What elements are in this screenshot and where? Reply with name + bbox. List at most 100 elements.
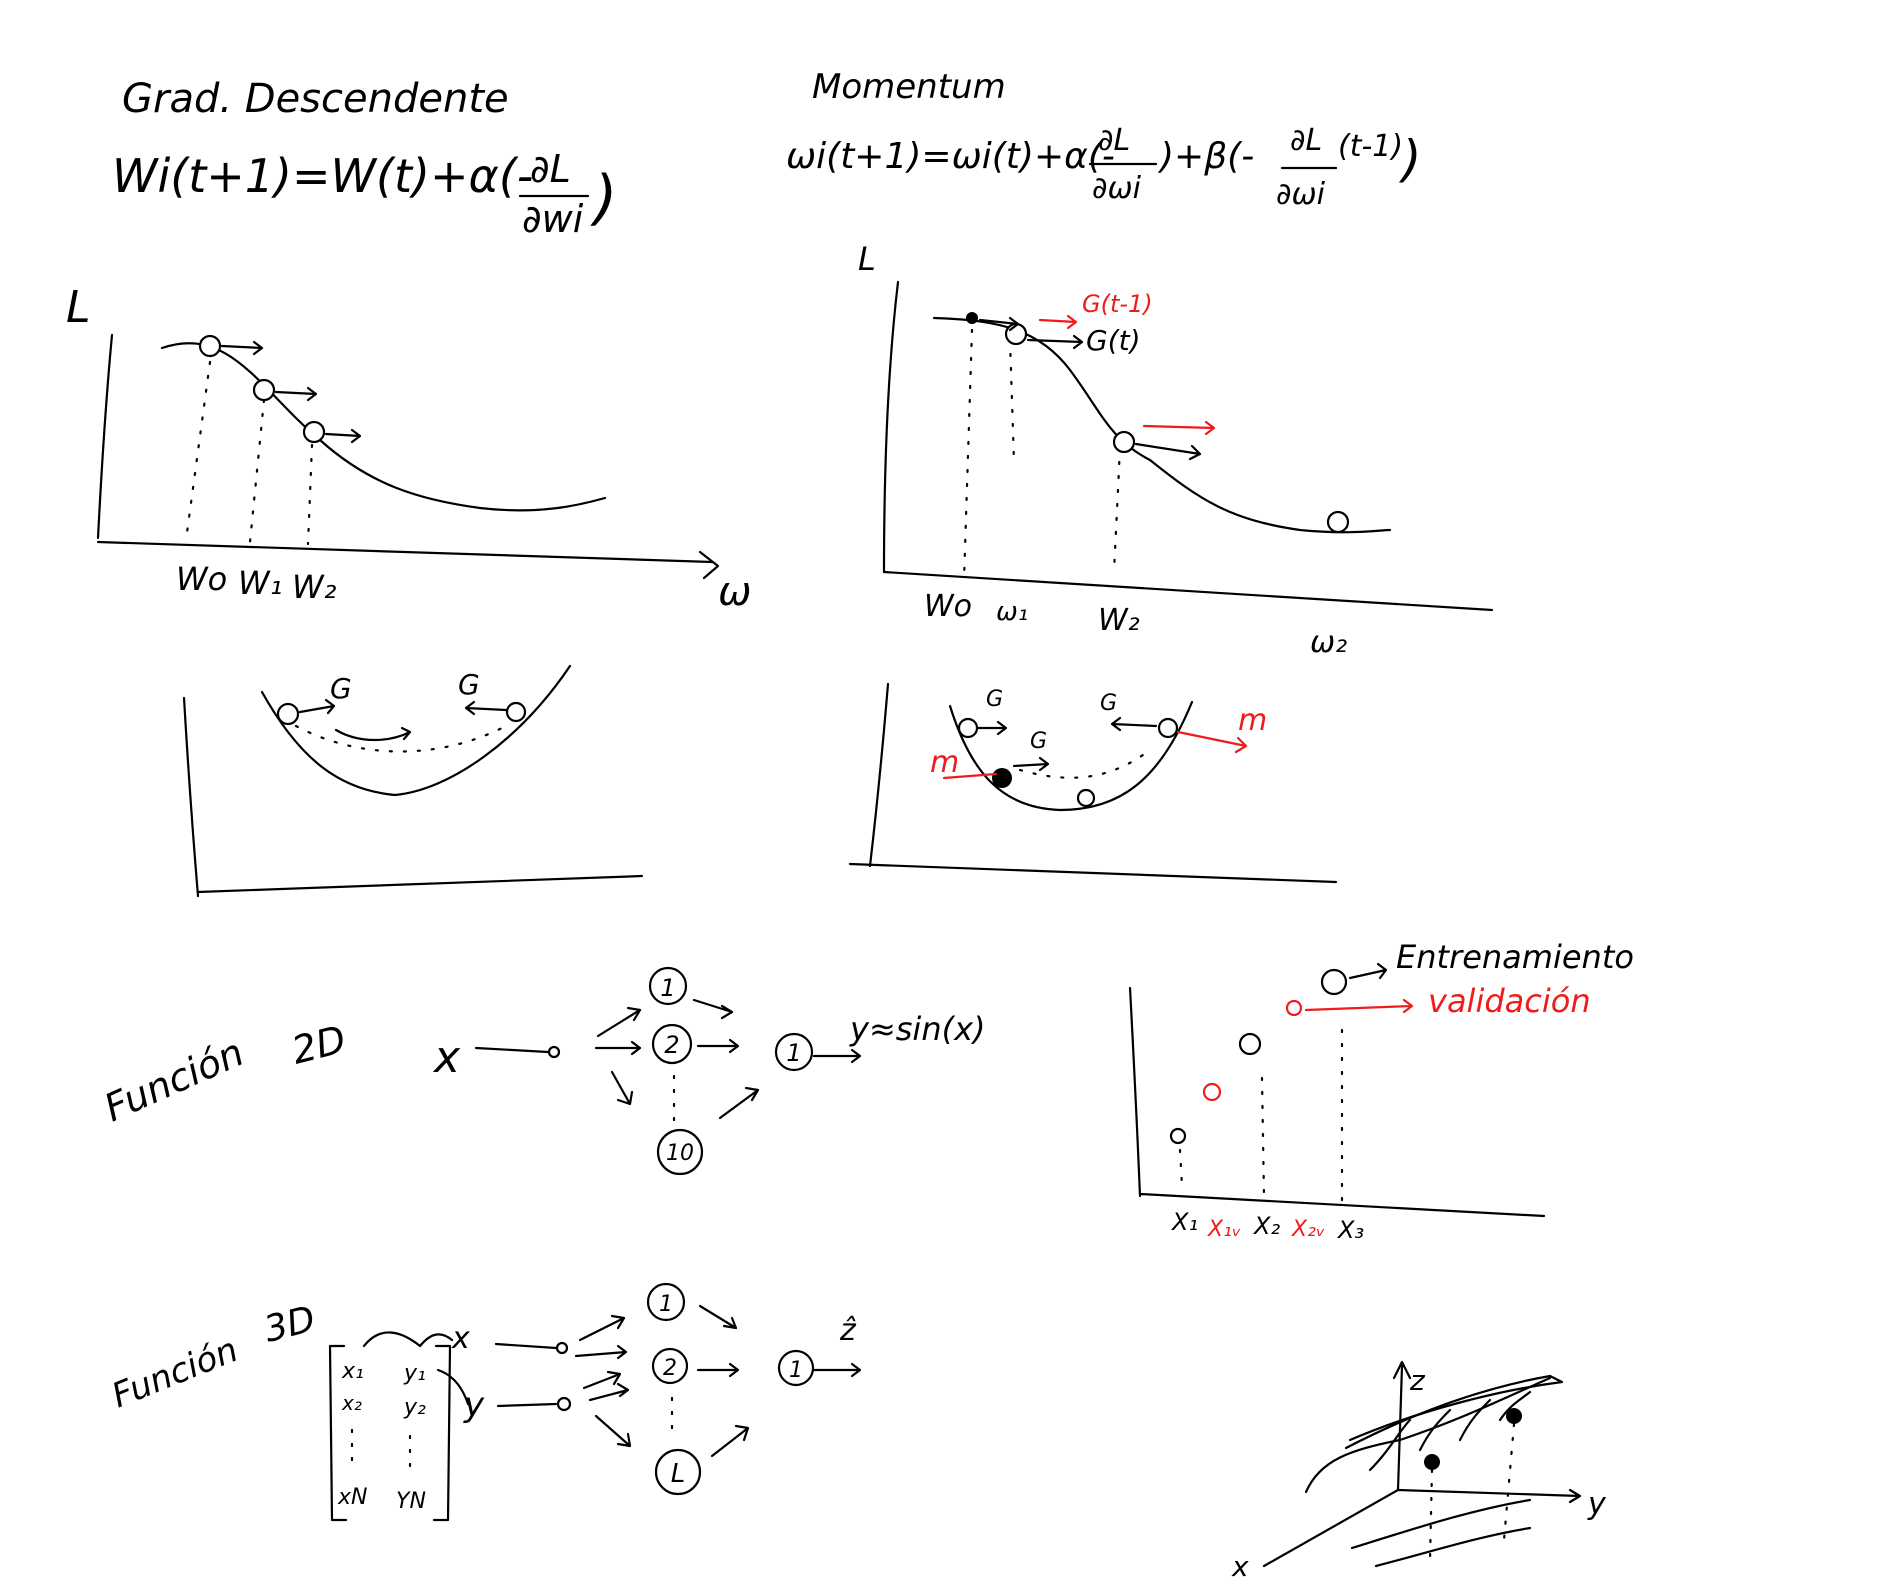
gd-bowl-arrow-left	[298, 698, 336, 715]
gd-formula-close: )	[590, 163, 617, 233]
gd-x-axis-arrow	[698, 550, 720, 580]
mom-label-g-t: G(t)	[1086, 324, 1141, 357]
f3d-hidden-node-2-label: 2	[663, 1356, 677, 1381]
mom-bowl-point-left	[957, 717, 979, 739]
f2d-hidden-node-1-label: 1	[660, 974, 675, 1002]
f3d-matrix-xn: xN	[337, 1485, 367, 1510]
gd-tick-w2: W₂	[292, 568, 337, 606]
momentum-section: Momentum ωi(t+1)=ωi(t)+α(- ∂L ∂ωi )+β(- …	[786, 67, 1494, 884]
mom-label-g-prev: G(t-1)	[1082, 290, 1153, 318]
mom-y-axis-label: L	[858, 240, 876, 278]
gd-tick-w0: Wo	[176, 560, 227, 598]
gd-bowl-label-g-right: G	[458, 668, 480, 701]
f2d-output-label: y≈sin(x)	[849, 1010, 986, 1048]
tv-tick-x2: X₂	[1252, 1212, 1280, 1240]
gd-loss-curve	[160, 342, 607, 512]
f3d-input-y: y	[463, 1385, 485, 1425]
mom-y-axis	[882, 280, 900, 574]
f3d-axis-label-y: y	[1587, 1487, 1607, 1522]
mom-formula-after-2: (t-1)	[1338, 129, 1403, 164]
f3d-surface-mid-contour	[1344, 1374, 1552, 1450]
f3d-y-column-link	[436, 1368, 470, 1406]
tv-val-point-2	[1285, 999, 1303, 1017]
gd-drop-line-w1	[248, 398, 266, 544]
f3d-surface-drop-1	[1428, 1468, 1434, 1562]
mom-formula-part2: )+β(-	[1157, 136, 1254, 177]
mom-drop-line-w1	[1008, 338, 1016, 464]
mom-formula-part1: ωi(t+1)=ωi(t)+α(-	[786, 136, 1115, 177]
f2d-input-node	[547, 1045, 561, 1059]
gd-x-axis-label: ω	[718, 569, 752, 615]
mom-gradient-arrow-3	[1134, 442, 1202, 461]
gd-formula-denominator: ∂wi	[522, 197, 584, 241]
f3d-matrix-yn: YN	[396, 1489, 426, 1514]
f3d-hidden-node-l-label: L	[671, 1459, 686, 1489]
f3d-arrow-to-h2-b	[582, 1370, 622, 1390]
mom-prev-gradient-arrow	[1038, 314, 1078, 330]
f2d-input-label: x	[432, 1032, 461, 1083]
gd-bowl-oscillation-arrow	[334, 726, 412, 741]
mom-bowl-label-m-left: m	[930, 745, 959, 780]
tv-train-point-2	[1238, 1032, 1262, 1056]
tv-tick-x2v: X₂ᵥ	[1291, 1217, 1325, 1242]
f2d-hidden-node-10	[656, 1128, 704, 1176]
mom-bowl-arrow-g-right	[1110, 716, 1158, 732]
gd-x-axis	[96, 540, 714, 564]
f3d-floor-contours	[1350, 1498, 1532, 1568]
gd-bowl-x-axis	[196, 874, 644, 894]
mom-bowl-dotted-path	[1018, 748, 1152, 779]
gradient-descent-section: Grad. Descendente Wi(t+1)=W(t)+α(- ∂L ∂w…	[66, 76, 752, 898]
mom-drop-line-w2	[1112, 446, 1122, 574]
mom-point-w0	[966, 312, 978, 324]
f3d-matrix-left-bracket	[328, 1344, 348, 1522]
gd-gradient-arrow-1	[220, 340, 264, 356]
f2d-dimension: 2D	[288, 1017, 350, 1073]
f2d-arrow-to-h2	[594, 1040, 642, 1056]
f3d-output-label: ẑ	[839, 1313, 857, 1348]
f3d-title: Función	[106, 1330, 243, 1416]
mom-loss-curve	[932, 316, 1392, 534]
f3d-surface-point-2	[1506, 1408, 1522, 1424]
gd-bowl-dotted-path	[294, 724, 508, 753]
gd-bowl-arrow-right	[464, 700, 508, 716]
f3d-arrow-to-h1-a	[578, 1314, 626, 1342]
f3d-z-axis	[1396, 1364, 1404, 1492]
mom-bowl-momentum-arrow-right	[1176, 730, 1248, 754]
f2d-hidden-node-1	[648, 966, 688, 1006]
mom-formula-numerator-1: ∂L	[1098, 123, 1130, 158]
gd-bowl-label-g-left: G	[330, 672, 352, 705]
gd-formula-lhs: Wi(t+1)=W(t)+α(-	[112, 149, 533, 203]
mom-point-w1	[1004, 322, 1028, 346]
f3d-x-column-link	[362, 1331, 454, 1348]
f2d-output-arrow	[812, 1048, 862, 1064]
f3d-arrow-h2-out	[696, 1362, 740, 1378]
tv-drop-x2	[1260, 1076, 1266, 1198]
mom-bowl-label-g-1: G	[986, 687, 1003, 712]
f2d-arrow-h2-out	[696, 1038, 740, 1054]
f3d-axis-label-x: x	[1231, 1550, 1249, 1580]
gd-drop-line-w2	[306, 443, 314, 546]
mom-bowl-arrow-g-mid	[1012, 756, 1050, 772]
gd-point-w1	[252, 378, 276, 402]
gd-point-w0	[198, 334, 222, 358]
f3d-surface-point-1	[1424, 1454, 1440, 1470]
mom-bowl-point-right	[1157, 717, 1179, 739]
f3d-arrow-to-hl	[594, 1414, 632, 1448]
gd-title: Grad. Descendente	[122, 76, 509, 122]
f3d-output-arrow	[812, 1362, 862, 1378]
f3d-y-node	[556, 1396, 572, 1412]
f3d-output-node-label: 1	[789, 1358, 803, 1383]
mom-bowl-label-g-2: G	[1100, 691, 1117, 716]
f3d-surface-hatching	[1368, 1390, 1532, 1472]
gd-bowl-curve	[260, 664, 572, 797]
f3d-x-node	[555, 1341, 569, 1355]
mom-gradient-arrow-1	[978, 316, 1020, 332]
tv-tick-x1v: X₁ᵥ	[1207, 1217, 1241, 1242]
gd-tick-w1: W₁	[238, 564, 282, 602]
gd-y-axis-label: L	[66, 282, 91, 333]
mom-tick-w2: W₂	[1098, 603, 1140, 638]
tv-val-legend-arrow	[1304, 998, 1414, 1014]
mom-point-w2	[1112, 430, 1136, 454]
f3d-dimension: 3D	[260, 1299, 319, 1351]
tv-val-point-1	[1202, 1082, 1222, 1102]
